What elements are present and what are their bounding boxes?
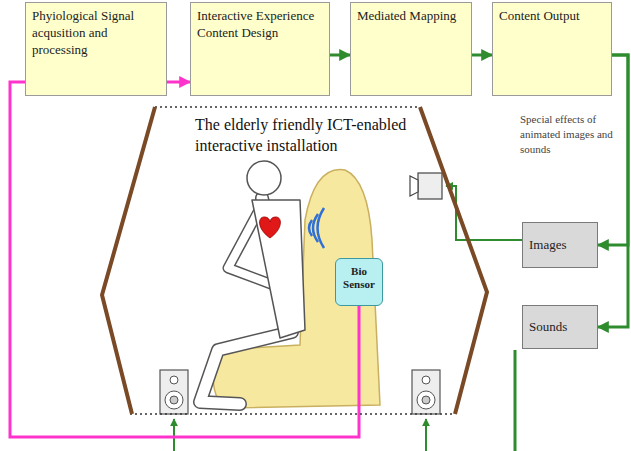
installation-title: The elderly friendly ICT-enabled interac…: [195, 115, 455, 157]
outline-stroke: [420, 107, 487, 414]
node-text: Images: [529, 237, 567, 254]
flow-arrow: [472, 54, 492, 57]
output-wire: [173, 419, 175, 451]
chair: [213, 170, 380, 408]
output-wire: [514, 350, 517, 451]
process-box: Mediated Mapping: [350, 2, 472, 96]
node-text: Interactive Experience Content Design: [197, 8, 323, 42]
flow-arrow: [167, 81, 190, 84]
bio-sensor: Bio Sensor: [335, 258, 383, 306]
flow-arrow: [330, 54, 350, 57]
process-box: Phyiological Signal acqusition and proce…: [25, 2, 167, 96]
output-box: Sounds: [522, 305, 598, 349]
outline-stroke: [130, 413, 455, 415]
output-box: Images: [522, 222, 598, 268]
outline-stroke: [155, 106, 420, 108]
outline-stroke: [102, 107, 155, 414]
process-box: Interactive Experience Content Design: [190, 2, 330, 96]
annotation: Special effects of animated images and s…: [520, 112, 628, 157]
flow-arrow: [10, 82, 359, 437]
node-text: Content Output: [499, 8, 605, 25]
seated-person: [200, 161, 305, 404]
heart: [260, 217, 281, 238]
node-text: Sounds: [529, 319, 567, 336]
node-text: Phyiological Signal acqusition and proce…: [32, 8, 160, 59]
speaker: [160, 370, 188, 414]
node-text: Bio Sensor: [339, 265, 379, 291]
output-wire: [425, 419, 427, 451]
node-text: Mediated Mapping: [357, 8, 465, 25]
signal-waves: [309, 208, 324, 248]
projector: [410, 173, 442, 199]
installation-outline: The elderly friendly ICT-enabled interac…: [100, 105, 490, 417]
process-box: Content Output: [492, 2, 612, 96]
speaker: [412, 370, 440, 414]
